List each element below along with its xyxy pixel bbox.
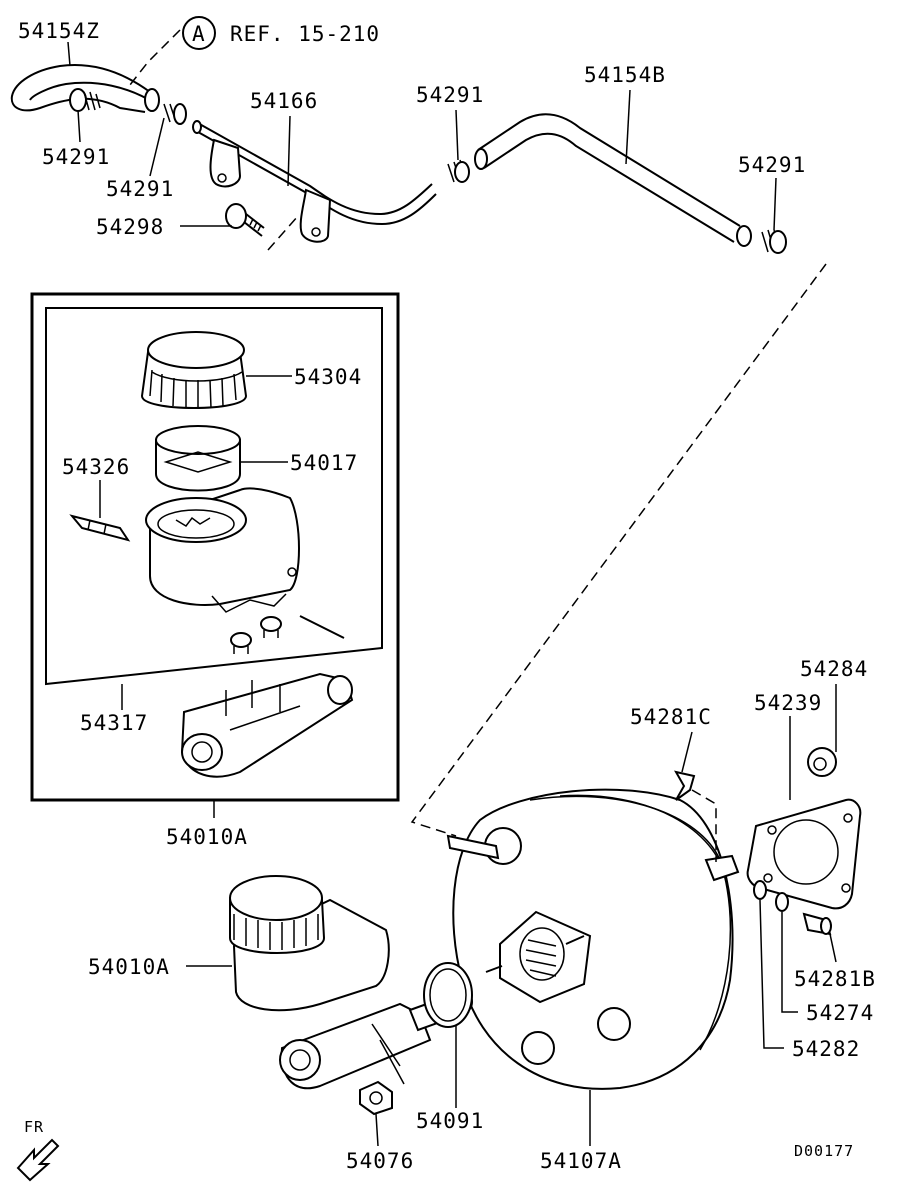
label-54291-b: 54291 <box>106 177 174 201</box>
label-54010a-box: 54010A <box>166 825 248 849</box>
diagram-code: D00177 <box>794 1142 854 1160</box>
reference-text: REF. 15-210 <box>230 22 380 46</box>
label-54091: 54091 <box>416 1109 484 1133</box>
nut-54076 <box>359 1080 393 1116</box>
clamp-54291-d <box>761 229 787 254</box>
label-54304: 54304 <box>294 365 362 389</box>
washer-54274 <box>775 892 789 912</box>
label-54317: 54317 <box>80 711 148 735</box>
oring-54091 <box>423 962 473 1028</box>
master-cylinder-body-boxed <box>180 672 354 778</box>
front-direction-label: FR <box>24 1118 44 1136</box>
label-54291-d: 54291 <box>738 153 806 177</box>
gasket-54239 <box>746 798 862 910</box>
label-54281b: 54281B <box>794 967 876 991</box>
reservoir-54317 <box>145 487 345 639</box>
label-54326: 54326 <box>62 455 130 479</box>
label-54154z: 54154Z <box>18 19 100 43</box>
label-54282: 54282 <box>792 1037 860 1061</box>
washer-54282 <box>753 880 767 900</box>
clip-54281c <box>674 770 696 801</box>
reference-circle <box>182 16 216 50</box>
grommets <box>230 616 282 654</box>
clamp-54291-b <box>163 103 187 125</box>
label-54154b: 54154B <box>584 63 666 87</box>
label-54284: 54284 <box>800 657 868 681</box>
pin-54326 <box>69 514 131 542</box>
master-cylinder-54010a <box>229 875 473 1090</box>
assembly-inner-box <box>45 307 383 686</box>
vacuum-pipe-54166 <box>192 120 437 243</box>
reference-callout: A REF. 15-210 <box>125 16 380 91</box>
assembly-outer-box <box>30 292 400 802</box>
label-54291-c: 54291 <box>416 83 484 107</box>
brake-booster-54107a <box>446 788 740 1090</box>
label-54298: 54298 <box>96 215 164 239</box>
label-54274: 54274 <box>806 1001 874 1025</box>
label-54107a: 54107A <box>540 1149 622 1173</box>
label-54010a: 54010A <box>88 955 170 979</box>
nut-54284 <box>807 747 837 777</box>
pin-54281b <box>802 912 832 936</box>
reference-circle-letter: A <box>192 22 206 46</box>
label-54017: 54017 <box>290 451 358 475</box>
vacuum-hose-54154b <box>474 113 752 247</box>
bolt-54298 <box>225 203 265 237</box>
label-54281c: 54281C <box>630 705 712 729</box>
front-direction-arrow: FR <box>16 1118 60 1182</box>
strainer-54017 <box>155 425 241 492</box>
clamp-54291-c <box>447 159 470 183</box>
label-54291-a: 54291 <box>42 145 110 169</box>
reservoir-cap-54304 <box>140 331 248 409</box>
label-54239: 54239 <box>754 691 822 715</box>
label-54076: 54076 <box>346 1149 414 1173</box>
label-54166: 54166 <box>250 89 318 113</box>
